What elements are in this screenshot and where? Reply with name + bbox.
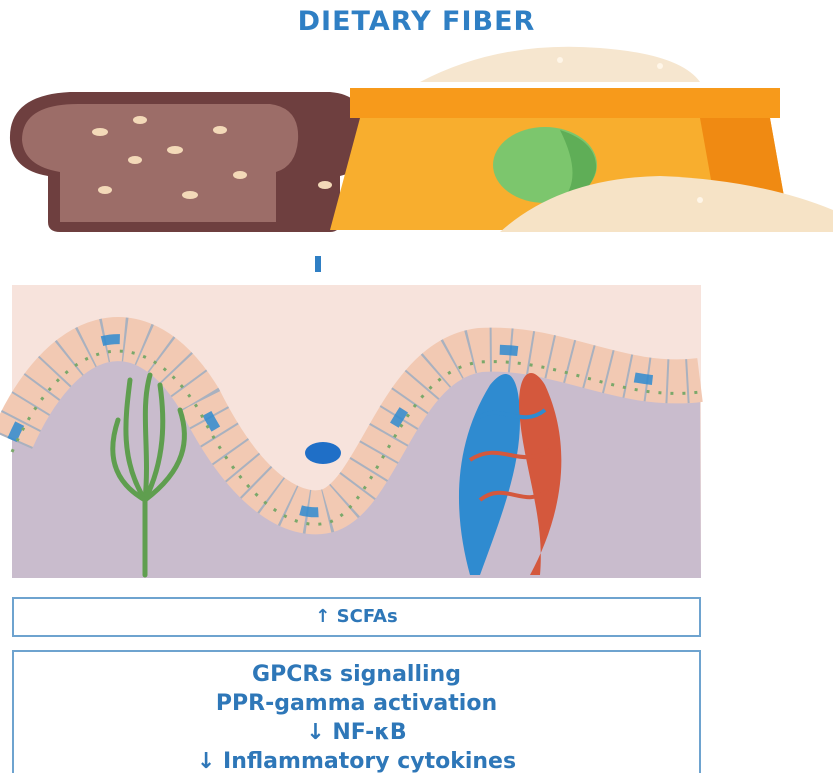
effect-nfkb: ↓ NF-κB (14, 718, 699, 747)
scfa-box: ↑ SCFAs (12, 597, 701, 637)
effect-gpcr: GPCRs signalling (14, 660, 699, 689)
bread-icon (10, 92, 368, 232)
effects-box: GPCRs signalling PPR-gamma activation ↓ … (12, 650, 701, 773)
flour-bag-icon (330, 47, 833, 232)
effect-ppar: PPR-gamma activation (14, 689, 699, 718)
effect-cytokines: ↓ Inflammatory cytokines (14, 747, 699, 773)
scfa-dot (305, 442, 341, 464)
illustration (0, 0, 833, 600)
